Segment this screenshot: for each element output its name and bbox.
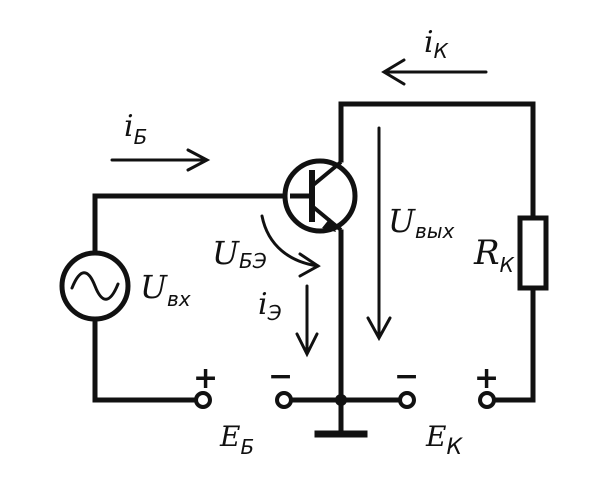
ek-plus-terminal	[478, 391, 496, 409]
uin-label: Uвх	[140, 268, 191, 311]
ek-minus-sign: −	[394, 359, 419, 394]
ie-arrowhead-icon	[295, 332, 319, 358]
collector-wire	[338, 101, 536, 221]
eb-plus-sign: +	[193, 361, 218, 396]
transistor-collector-lead	[310, 160, 343, 188]
ib-label: iБ	[124, 109, 147, 149]
uout-label: Uвых	[388, 202, 455, 243]
ek-minus-terminal	[398, 391, 416, 409]
base-wire	[92, 193, 303, 253]
ube-label: UБЭ	[212, 234, 267, 273]
rk-label: RК	[473, 233, 515, 277]
sine-wave-icon	[70, 271, 120, 301]
eb-plus-terminal	[194, 391, 212, 409]
ek-label: EК	[425, 420, 463, 460]
ube-arrowhead-icon	[298, 252, 321, 278]
ube-arrow	[260, 214, 320, 268]
emitter-arrow-icon	[322, 218, 336, 232]
ie-label: iЭ	[258, 287, 282, 325]
transistor	[282, 158, 358, 234]
output-return-wire	[491, 285, 536, 403]
ek-plus-sign: +	[474, 361, 499, 396]
input-return-wire	[92, 319, 198, 403]
eb-minus-sign: −	[268, 359, 293, 394]
collector-resistor	[517, 215, 549, 291]
eb-minus-terminal	[275, 391, 293, 409]
ik-label: iК	[424, 25, 449, 63]
emitter-junction-dot	[335, 394, 347, 406]
eb-label: EБ	[219, 420, 254, 459]
transistor-emitter-lead	[310, 204, 343, 232]
ik-arrowhead-icon	[381, 58, 406, 86]
uout-arrowhead-icon	[366, 316, 392, 342]
ib-arrowhead-icon	[186, 148, 211, 172]
